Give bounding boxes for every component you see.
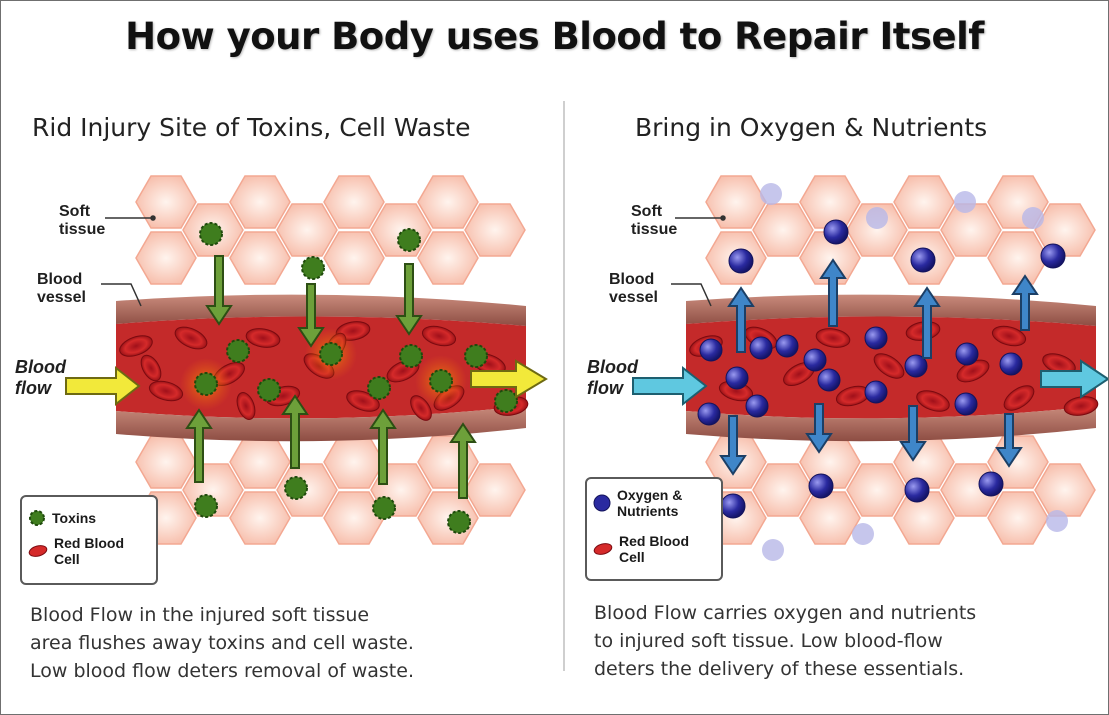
caption-toxins: Blood Flow in the injured soft tissue ar… bbox=[30, 601, 414, 685]
legend-item-red-blood-cell: Red Blood Cell bbox=[593, 533, 711, 565]
blood-flow-label: Blood flow bbox=[15, 357, 66, 399]
panel-heading-oxygen: Bring in Oxygen & Nutrients bbox=[635, 113, 987, 142]
legend-oxygen-panel: Oxygen & Nutrients Red Blood Cell bbox=[585, 477, 723, 581]
caption-line: Blood Flow carries oxygen and nutrients bbox=[594, 599, 976, 627]
soft-tissue-label-line1: Soft bbox=[631, 203, 662, 220]
blood-flow-label-line1: Blood bbox=[15, 357, 66, 377]
caption-line: deters the delivery of these essentials. bbox=[594, 655, 976, 683]
caption-line: Low blood flow deters removal of waste. bbox=[30, 657, 414, 685]
legend-label-red-blood-cell: Red Blood Cell bbox=[619, 533, 711, 565]
blood-flow-label-line2: flow bbox=[587, 378, 623, 398]
page-title: How your Body uses Blood to Repair Itsel… bbox=[1, 15, 1108, 58]
legend-label-oxygen-nutrients: Oxygen & Nutrients bbox=[617, 487, 717, 519]
blood-flow-label-line2: flow bbox=[15, 378, 51, 398]
blood-vessel-label-line1: Blood bbox=[609, 271, 654, 288]
blood-vessel-label-line2: vessel bbox=[37, 289, 86, 306]
panel-divider bbox=[563, 101, 565, 671]
blood-flow-label: Blood flow bbox=[587, 357, 638, 399]
caption-line: to injured soft tissue. Low blood-flow bbox=[594, 627, 976, 655]
caption-line: Blood Flow in the injured soft tissue bbox=[30, 601, 414, 629]
legend-item-red-blood-cell: Red Blood Cell bbox=[28, 535, 146, 567]
red-blood-cell-icon bbox=[28, 544, 48, 558]
oxygen-nutrient-icon bbox=[593, 494, 611, 512]
soft-tissue-label-line1: Soft bbox=[59, 203, 90, 220]
legend-item-oxygen-nutrients: Oxygen & Nutrients bbox=[593, 487, 717, 519]
legend-toxins-panel: Toxins Red Blood Cell bbox=[20, 495, 158, 585]
red-blood-cell-icon bbox=[593, 542, 613, 556]
blood-vessel-label: Blood vessel bbox=[37, 271, 86, 307]
blood-vessel-label-line1: Blood bbox=[37, 271, 82, 288]
legend-item-toxins: Toxins bbox=[28, 509, 96, 527]
blood-vessel-label-line2: vessel bbox=[609, 289, 658, 306]
soft-tissue-label: Soft tissue bbox=[59, 203, 105, 239]
soft-tissue-label: Soft tissue bbox=[631, 203, 677, 239]
caption-line: area flushes away toxins and cell waste. bbox=[30, 629, 414, 657]
blood-vessel-label: Blood vessel bbox=[609, 271, 658, 307]
legend-label-toxins: Toxins bbox=[52, 510, 96, 526]
blood-flow-label-line1: Blood bbox=[587, 357, 638, 377]
panel-heading-toxins: Rid Injury Site of Toxins, Cell Waste bbox=[32, 113, 471, 142]
soft-tissue-label-line2: tissue bbox=[631, 221, 677, 238]
soft-tissue-label-line2: tissue bbox=[59, 221, 105, 238]
caption-oxygen: Blood Flow carries oxygen and nutrients … bbox=[594, 599, 976, 683]
legend-label-red-blood-cell: Red Blood Cell bbox=[54, 535, 146, 567]
toxin-icon bbox=[28, 509, 46, 527]
